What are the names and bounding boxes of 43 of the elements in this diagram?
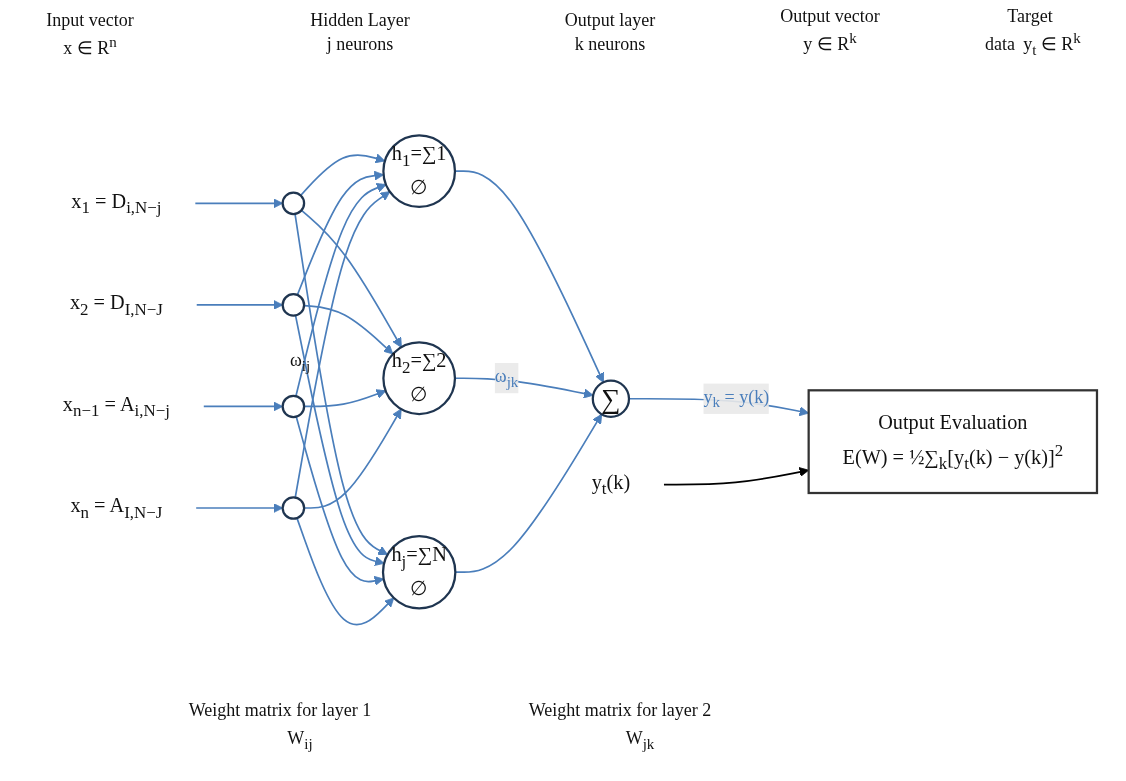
arrow bbox=[299, 153, 386, 197]
column-heading: Output layer bbox=[564, 10, 656, 31]
node-text: x$_{n}$ = A$_{I,N−J}$ bbox=[70, 494, 163, 522]
node-circle bbox=[281, 191, 306, 216]
column-heading: Target bbox=[1007, 6, 1053, 27]
arrow bbox=[300, 209, 402, 348]
column-formula: y$_{t}$ ∈ R$^{k}$ bbox=[1023, 30, 1081, 59]
arrow bbox=[303, 304, 394, 355]
column-heading: Output vector bbox=[780, 6, 880, 27]
node-box: Output Evaluation E(W) = ½∑$_{k}$[y$_{t}$(k) − y(k)]$^{2}$ bbox=[807, 389, 1099, 495]
matrix-caption: Weight matrix for layer 2 bbox=[528, 700, 712, 721]
node-circle bbox=[281, 293, 306, 317]
column-heading: data bbox=[985, 34, 1015, 55]
column-subheading: k neurons bbox=[574, 34, 646, 55]
arrow bbox=[303, 389, 387, 408]
arrow bbox=[296, 170, 384, 296]
node-text: x$_{1}$ = D$_{i,N−j}$ bbox=[71, 189, 162, 217]
node-circle: h$_{1}$=∑1 ∅ bbox=[382, 134, 457, 209]
node-circle: h$_{j}$=∑N ∅ bbox=[381, 534, 457, 610]
arrow bbox=[454, 170, 605, 383]
node-circle: ∑ bbox=[591, 379, 631, 418]
column-formula: y ∈ R$^{k}$ bbox=[803, 30, 857, 55]
matrix-symbol: W$_{ij}$ bbox=[287, 728, 313, 753]
matrix-caption: Weight matrix for layer 1 bbox=[188, 700, 372, 721]
arrow bbox=[295, 183, 387, 397]
column-formula: x ∈ R$^{n}$ bbox=[63, 34, 117, 59]
arrow bbox=[296, 517, 395, 626]
column-heading: Input vector bbox=[46, 10, 134, 31]
weight-label: ω$_{ij}$ bbox=[289, 350, 311, 375]
node-circle bbox=[281, 496, 306, 520]
arrow bbox=[294, 213, 388, 556]
node-circle: h$_{2}$=∑2 ∅ bbox=[382, 341, 457, 416]
arrow bbox=[303, 408, 402, 509]
node-circle bbox=[281, 394, 306, 419]
arrow bbox=[295, 415, 385, 586]
column-subheading: j neurons bbox=[326, 34, 394, 55]
node-text: y$_{t}$(k) bbox=[591, 470, 631, 498]
node-text: x$_{n−1}$ = A$_{i,N−j}$ bbox=[62, 392, 170, 420]
matrix-symbol: W$_{jk}$ bbox=[625, 728, 655, 753]
column-heading: Hidden Layer bbox=[310, 10, 410, 31]
edge-label: ω$_{jk}$ bbox=[494, 366, 519, 391]
edge-label: y$_{k}$ = y(k) bbox=[703, 386, 770, 411]
node-text: x$_{2}$ = D$_{I,N−J}$ bbox=[69, 291, 163, 318]
